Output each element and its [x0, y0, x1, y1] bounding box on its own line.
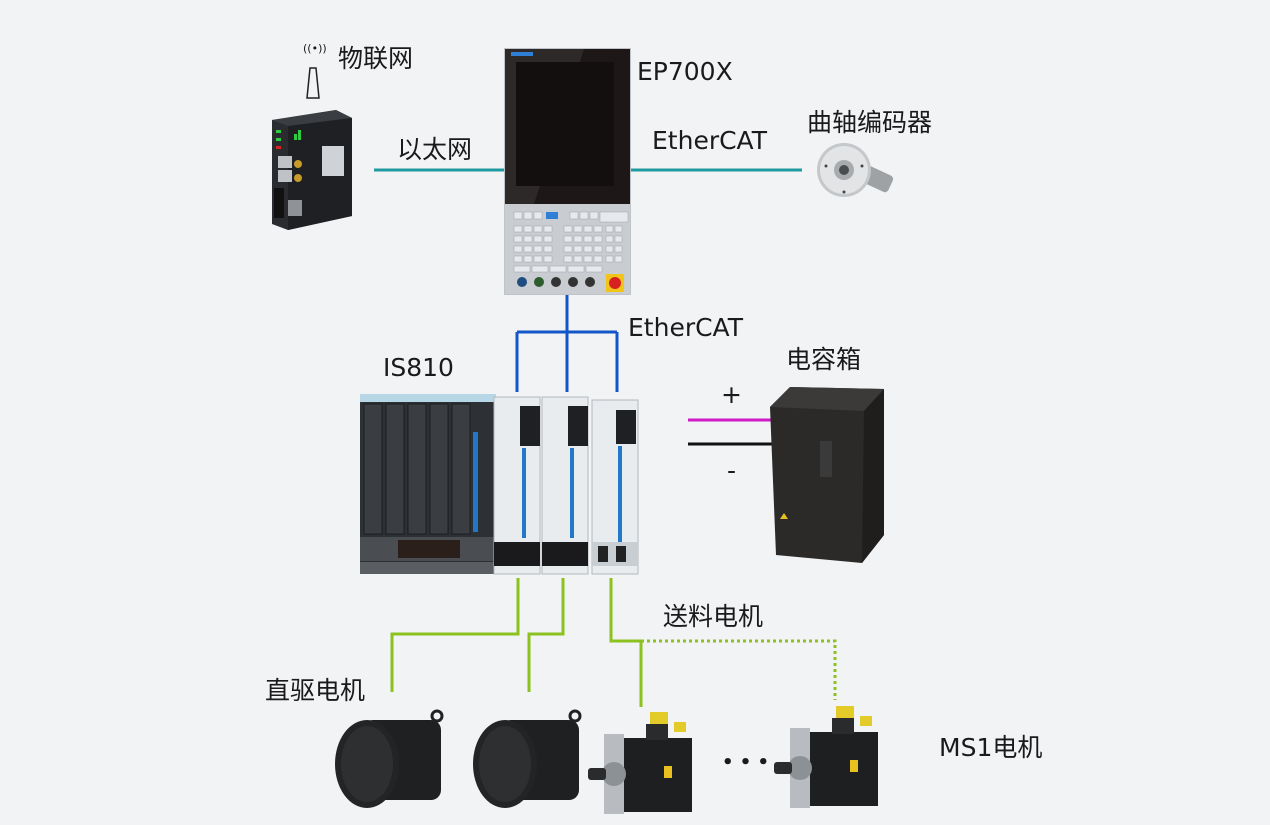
direct-motor-label: 直驱电机 [265, 676, 366, 705]
wireless-signal-icon: ((•)) [303, 42, 327, 55]
encoder-label: 曲轴编码器 [807, 108, 933, 137]
ms1-motor-1 [588, 708, 703, 818]
ethernet-label: 以太网 [397, 135, 473, 164]
ellipsis: • • • [722, 752, 770, 773]
ms1-motor-label: MS1电机 [939, 733, 1043, 762]
feed-motor-cable-dotted [641, 639, 837, 700]
ethercat-mid-label: EtherCAT [628, 313, 743, 342]
feed-motor-label: 送料电机 [663, 602, 764, 631]
direct-motor-2 [471, 708, 586, 813]
direct-motor-1 [333, 708, 448, 813]
antenna-icon [306, 66, 320, 100]
ep700x-hmi [504, 48, 631, 295]
plus-label: + [721, 380, 742, 409]
motor-cables [390, 578, 643, 707]
is810-drive [360, 392, 640, 576]
iot-label: 物联网 [338, 44, 414, 73]
hmi-model-label: EP700X [637, 57, 733, 86]
capacitor-label: 电容箱 [786, 345, 862, 374]
ms1-motor-2 [774, 702, 889, 812]
capacitor-box [770, 385, 886, 565]
drive-model-label: IS810 [383, 353, 454, 382]
ethercat-top-label: EtherCAT [652, 126, 767, 155]
crank-encoder [812, 140, 902, 200]
iot-gateway [266, 106, 356, 232]
minus-label: - [727, 456, 737, 485]
ethercat-bus-tree [515, 294, 619, 392]
